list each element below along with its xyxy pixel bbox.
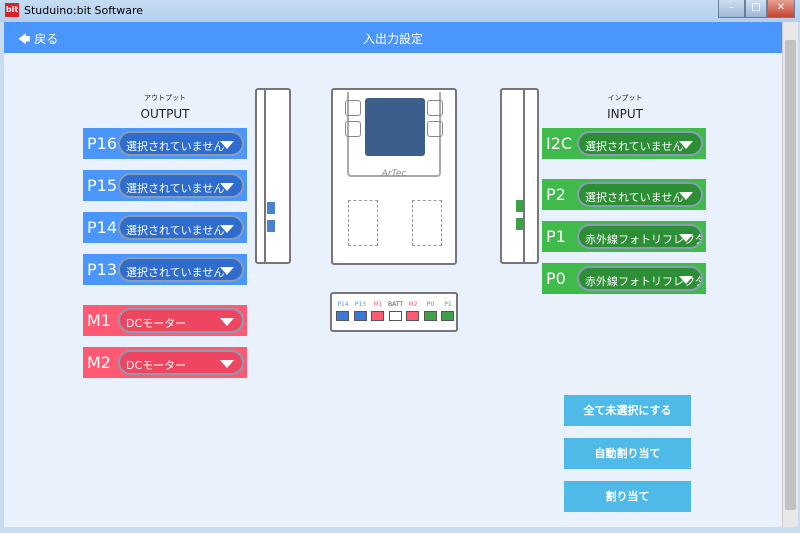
select-value: 選択されていません — [126, 224, 225, 237]
output-row-m2: M2 DCモーター — [83, 347, 247, 378]
output-row-m1: M1 DCモーター — [83, 305, 247, 336]
minimize-button[interactable]: – — [718, 0, 745, 18]
select-value: 選択されていません — [126, 182, 225, 195]
side-board-right — [500, 88, 539, 264]
input-row-i2c: I2C 選択されていません — [542, 128, 706, 159]
connector-board: P14 P13 M1 BATT M2 P0 P1 — [330, 292, 458, 332]
connector-label: P1 — [444, 301, 452, 308]
window-title: Studuino:bit Software — [24, 4, 144, 17]
connector-batt — [388, 311, 402, 321]
close-button[interactable]: ✕ — [767, 0, 795, 18]
dropdown-arrow-icon — [220, 141, 234, 149]
connector-label: P13 — [354, 301, 367, 308]
dropdown-arrow-icon — [679, 141, 693, 149]
button-a — [345, 100, 361, 116]
dropdown-arrow-icon — [220, 225, 234, 233]
device-select[interactable]: 選択されていません — [118, 257, 244, 282]
dropdown-arrow-icon — [220, 267, 234, 275]
output-row-p16: P16 選択されていません — [83, 128, 247, 159]
deselect-all-button[interactable]: 全て未選択にする — [564, 395, 691, 426]
input-label: INPUT — [607, 107, 643, 121]
select-value: 選択されていません — [585, 191, 684, 204]
select-value: 選択されていません — [585, 140, 684, 153]
output-row-p15: P15 選択されていません — [83, 170, 247, 201]
pin-label: P16 — [87, 134, 118, 153]
select-value: DCモーター — [126, 359, 187, 372]
scrollbar-thumb[interactable] — [785, 40, 796, 510]
input-row-p1: P1 赤外線フォトリフレクタ — [542, 221, 706, 252]
device-select[interactable]: DCモーター — [118, 350, 244, 375]
connector-m1 — [371, 311, 384, 321]
dropdown-arrow-icon — [679, 234, 693, 242]
input-heading: インプット INPUT — [585, 93, 665, 122]
pin-label: M1 — [87, 311, 111, 330]
pin-label: P2 — [546, 185, 566, 204]
device-select[interactable]: DCモーター — [118, 308, 244, 333]
connector-label: M1 — [373, 301, 383, 308]
dropdown-arrow-icon — [220, 183, 234, 191]
output-label: OUTPUT — [140, 107, 190, 121]
pin-label: P15 — [87, 176, 118, 195]
dropdown-arrow-icon — [679, 192, 693, 200]
header-bar: 🡄 戻る 入出力設定 — [4, 22, 782, 53]
select-value: DCモーター — [126, 317, 187, 330]
connector-p13 — [353, 311, 367, 321]
input-row-p2: P2 選択されていません — [542, 179, 706, 210]
maximize-button[interactable]: □ — [745, 0, 767, 18]
device-select[interactable]: 赤外線フォトリフレクタ — [577, 224, 703, 249]
scrollbar[interactable] — [782, 22, 798, 527]
select-value: 赤外線フォトリフレクタ — [585, 275, 703, 288]
device-select[interactable]: 赤外線フォトリフレクタ — [577, 266, 703, 291]
output-row-p13: P13 選択されていません — [83, 254, 247, 285]
page-title: 入出力設定 — [362, 32, 423, 46]
assign-button[interactable]: 割り当て — [564, 481, 691, 512]
connector-label: P0 — [426, 301, 435, 308]
app-logo-icon: bit — [5, 3, 19, 17]
arrow-left-icon: 🡄 — [18, 32, 31, 46]
connector-m2 — [406, 311, 419, 321]
dropdown-arrow-icon — [220, 318, 234, 326]
device-select[interactable]: 選択されていません — [118, 131, 244, 156]
select-value: 選択されていません — [126, 266, 225, 279]
connector-label: P14 — [337, 301, 349, 308]
pin-label: M2 — [87, 353, 111, 372]
back-button[interactable]: 🡄 戻る — [18, 30, 58, 51]
pin-label: P14 — [87, 218, 118, 237]
dropdown-arrow-icon — [220, 360, 234, 368]
led-matrix — [365, 98, 425, 156]
connector-label: M2 — [408, 301, 418, 308]
output-ruby: アウトプット — [144, 94, 186, 102]
connector-p1 — [441, 311, 454, 321]
title-bar: bit Studuino:bit Software – □ ✕ — [0, 0, 800, 22]
input-ruby: インプット — [607, 94, 643, 102]
studuino-bit-board: ArTec — [331, 88, 457, 265]
device-select[interactable]: 選択されていません — [577, 131, 703, 156]
device-select[interactable]: 選択されていません — [118, 173, 244, 198]
device-select[interactable]: 選択されていません — [577, 182, 703, 207]
select-value: 赤外線フォトリフレクタ — [585, 233, 703, 246]
pin-label: P1 — [546, 227, 566, 246]
connector-label: BATT — [388, 301, 403, 308]
device-select[interactable]: 選択されていません — [118, 215, 244, 240]
side-board-left — [255, 88, 291, 264]
auto-assign-button[interactable]: 自動割り当て — [564, 438, 691, 469]
pin-label: I2C — [546, 134, 573, 153]
output-heading: アウトプット OUTPUT — [125, 93, 205, 122]
pin-label: P0 — [546, 269, 566, 288]
connector-p0 — [423, 311, 437, 321]
input-row-p0: P0 赤外線フォトリフレクタ — [542, 263, 706, 294]
pin-label: P13 — [87, 260, 118, 279]
artec-logo: ArTec — [381, 169, 407, 179]
dropdown-arrow-icon — [679, 276, 693, 284]
back-label: 戻る — [34, 32, 59, 46]
connector-p14 — [336, 311, 349, 321]
button-b — [427, 100, 443, 116]
output-row-p14: P14 選択されていません — [83, 212, 247, 243]
select-value: 選択されていません — [126, 140, 225, 153]
